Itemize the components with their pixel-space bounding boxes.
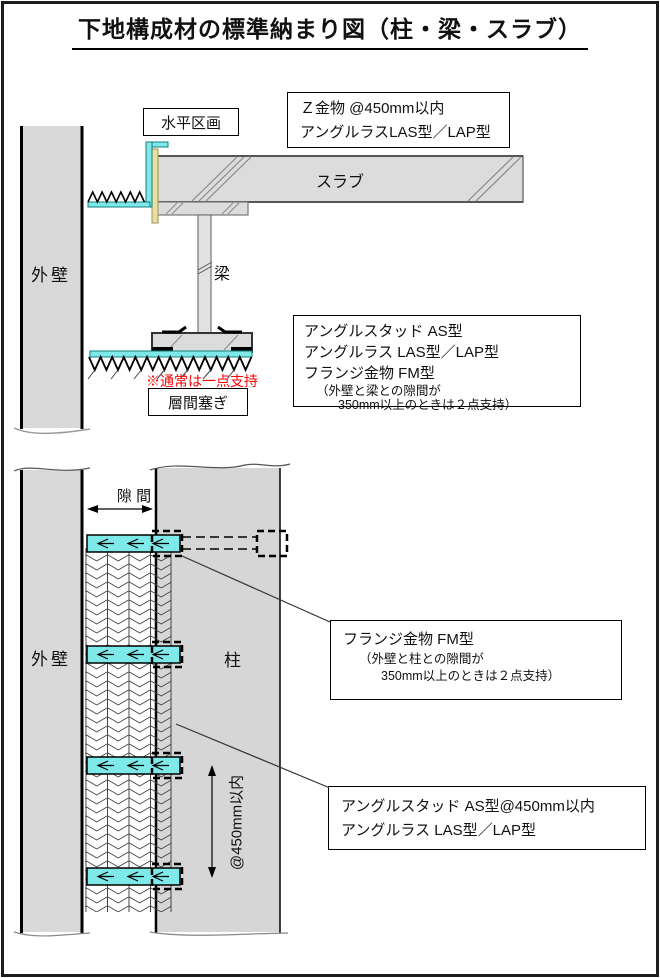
slab-label: スラブ xyxy=(315,174,364,191)
z-fitting-box-line2: アングルラスLAS型／LAP型 xyxy=(300,124,491,141)
flange-fitting-bars xyxy=(86,534,181,886)
leader-stud-box xyxy=(175,723,331,789)
exterior-wall-section xyxy=(13,126,91,435)
lath-under-beam xyxy=(87,350,253,380)
metal-lath xyxy=(85,548,172,912)
fitting-dashed-phantom xyxy=(255,529,289,558)
beam-label: 梁 xyxy=(214,266,231,283)
z-fitting-box: Ｚ金物 @450mm以内 アングルラスLAS型／LAP型 xyxy=(287,92,510,148)
leader-flange-box xyxy=(181,555,331,623)
angle-clip-left xyxy=(162,325,187,334)
support-note: ※通常は一点支持 xyxy=(146,373,258,389)
flange-bar-3 xyxy=(86,756,181,775)
horizontal-zone-box: 水平区画 xyxy=(143,108,239,136)
stud-box-line2: アングルラス LAS型／LAP型 xyxy=(341,822,536,839)
firestop-label: 層間塞ぎ xyxy=(167,394,228,412)
page-title: 下地構成材の標準納まり図（柱・梁・スラブ） xyxy=(0,10,660,50)
beam-parts-line3: フランジ金物 FM型 xyxy=(304,365,435,382)
flange-bar-1 xyxy=(86,534,181,553)
beam-parts-note1: （外壁と梁との隙間が xyxy=(316,384,441,398)
firestop-zigzag-upper xyxy=(87,190,146,204)
stud-box-line1: アングルスタッド AS型@450mm以内 xyxy=(341,798,595,815)
phantom-dashed-lines xyxy=(182,536,257,550)
flange-bar-4 xyxy=(86,867,181,886)
beam-section xyxy=(151,201,253,357)
wall-label-lower: 外壁 xyxy=(31,650,71,669)
beam-parts-note2: 350mm以上のときは２点支持） xyxy=(338,398,518,412)
z-fitting-box-line1: Ｚ金物 @450mm以内 xyxy=(300,100,445,117)
flange-box-line1: フランジ金物 FM型 xyxy=(343,631,474,648)
packing-strip xyxy=(151,148,159,224)
flange-box-note1: （外壁と柱との隙間が xyxy=(359,652,484,666)
slab-hatch xyxy=(191,156,522,202)
angle-clip-right xyxy=(217,325,242,334)
beam-parts-line1: アングルスタッド AS型 xyxy=(304,323,463,340)
firestop-box: 層間塞ぎ xyxy=(148,388,248,416)
flange-box-note2: 350mm以上のときは２点支持） xyxy=(381,669,561,683)
stud-box: アングルスタッド AS型@450mm以内 アングルラス LAS型／LAP型 xyxy=(328,786,646,850)
beam-parts-box: アングルスタッド AS型 アングルラス LAS型／LAP型 フランジ金物 FM型… xyxy=(293,315,581,412)
gap-arrow xyxy=(87,505,153,513)
column-label: 柱 xyxy=(224,651,241,670)
pitch-arrow xyxy=(208,765,216,878)
exterior-wall-section-lower xyxy=(13,467,91,937)
page-title-text: 下地構成材の標準納まり図（柱・梁・スラブ） xyxy=(72,10,588,50)
flange-bar-2 xyxy=(86,645,181,664)
beam-parts-line2: アングルラス LAS型／LAP型 xyxy=(304,344,499,361)
horizontal-zone-label: 水平区画 xyxy=(160,114,221,132)
pitch-label: @450mm以内 xyxy=(228,774,246,871)
lower-diagram-drawing xyxy=(13,463,331,937)
wall-label-upper: 外壁 xyxy=(31,266,71,285)
upper-diagram-drawing xyxy=(13,126,524,435)
gap-label: 隙 間 xyxy=(116,488,152,505)
z-fitting xyxy=(87,141,169,224)
fitting-dashed-outlines xyxy=(150,529,289,891)
flange-fitting-box: フランジ金物 FM型 （外壁と柱との隙間が 350mm以上のときは２点支持） xyxy=(330,620,622,700)
